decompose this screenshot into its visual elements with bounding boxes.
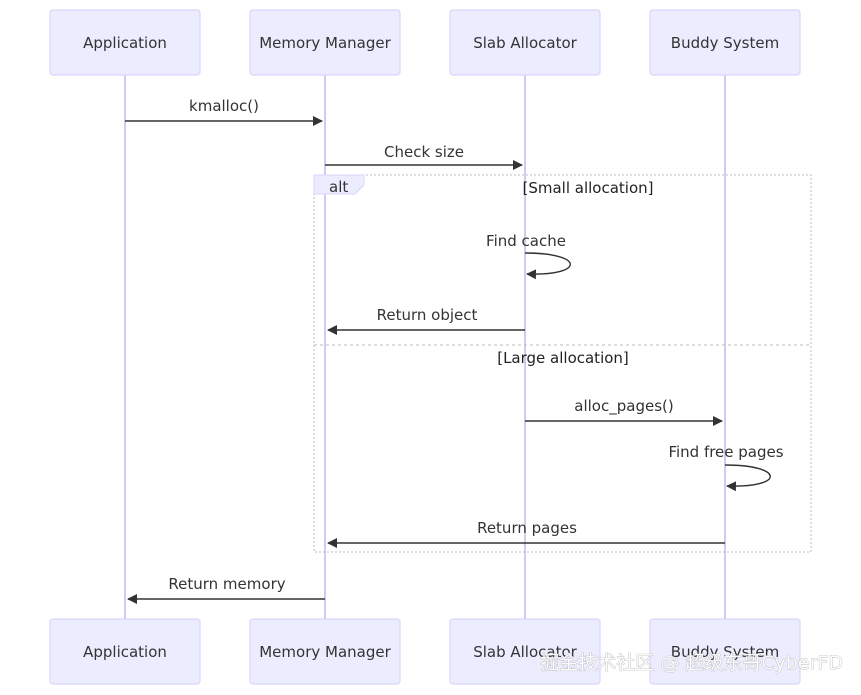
actor-label: Slab Allocator	[473, 34, 577, 52]
actor-top-buddy-system: Buddy System	[649, 9, 801, 76]
actor-label: Application	[83, 643, 167, 661]
message-label: Find cache	[486, 232, 566, 250]
alt-label: alt	[329, 178, 348, 196]
message-label: Return pages	[477, 519, 577, 537]
message-return-object: Return object	[327, 306, 525, 335]
message-return-memory: Return memory	[127, 575, 325, 604]
watermark-text: 掘金技术社区 @ 超级东哥CyberFD	[540, 652, 843, 674]
message-kmalloc: kmalloc()	[125, 97, 323, 126]
message-find-cache: Find cache	[486, 232, 571, 280]
actor-top-slab-allocator: Slab Allocator	[449, 9, 601, 76]
actor-bottom-memory-manager: Memory Manager	[249, 618, 401, 685]
actor-label: Application	[83, 34, 167, 52]
message-label: Return memory	[168, 575, 285, 593]
message-label: kmalloc()	[189, 97, 259, 115]
message-find-free-pages: Find free pages	[668, 443, 784, 492]
actor-bottom-slab-allocator: Slab Allocator	[449, 618, 601, 685]
actor-label: Slab Allocator	[473, 643, 577, 661]
message-label: Check size	[384, 143, 464, 161]
message-alloc-pages: alloc_pages()	[525, 397, 723, 426]
message-check-size: Check size	[325, 143, 523, 170]
alt-guard-large: [Large allocation]	[497, 349, 629, 367]
actor-bottom-application: Application	[49, 618, 201, 685]
actor-top-memory-manager: Memory Manager	[249, 9, 401, 76]
alt-tag	[313, 174, 365, 195]
message-label: alloc_pages()	[574, 397, 673, 416]
alt-frame: alt [Small allocation] [Large allocation…	[313, 174, 812, 553]
actor-label: Buddy System	[671, 643, 779, 661]
message-label: Return object	[377, 306, 478, 324]
alt-guard-small: [Small allocation]	[522, 179, 653, 197]
actor-top-application: Application	[49, 9, 201, 76]
message-label: Find free pages	[668, 443, 783, 461]
message-return-pages: Return pages	[327, 519, 725, 548]
actor-label: Buddy System	[671, 34, 779, 52]
actor-label: Memory Manager	[259, 643, 391, 661]
actor-label: Memory Manager	[259, 34, 391, 52]
actor-bottom-buddy-system: Buddy System	[649, 618, 801, 685]
